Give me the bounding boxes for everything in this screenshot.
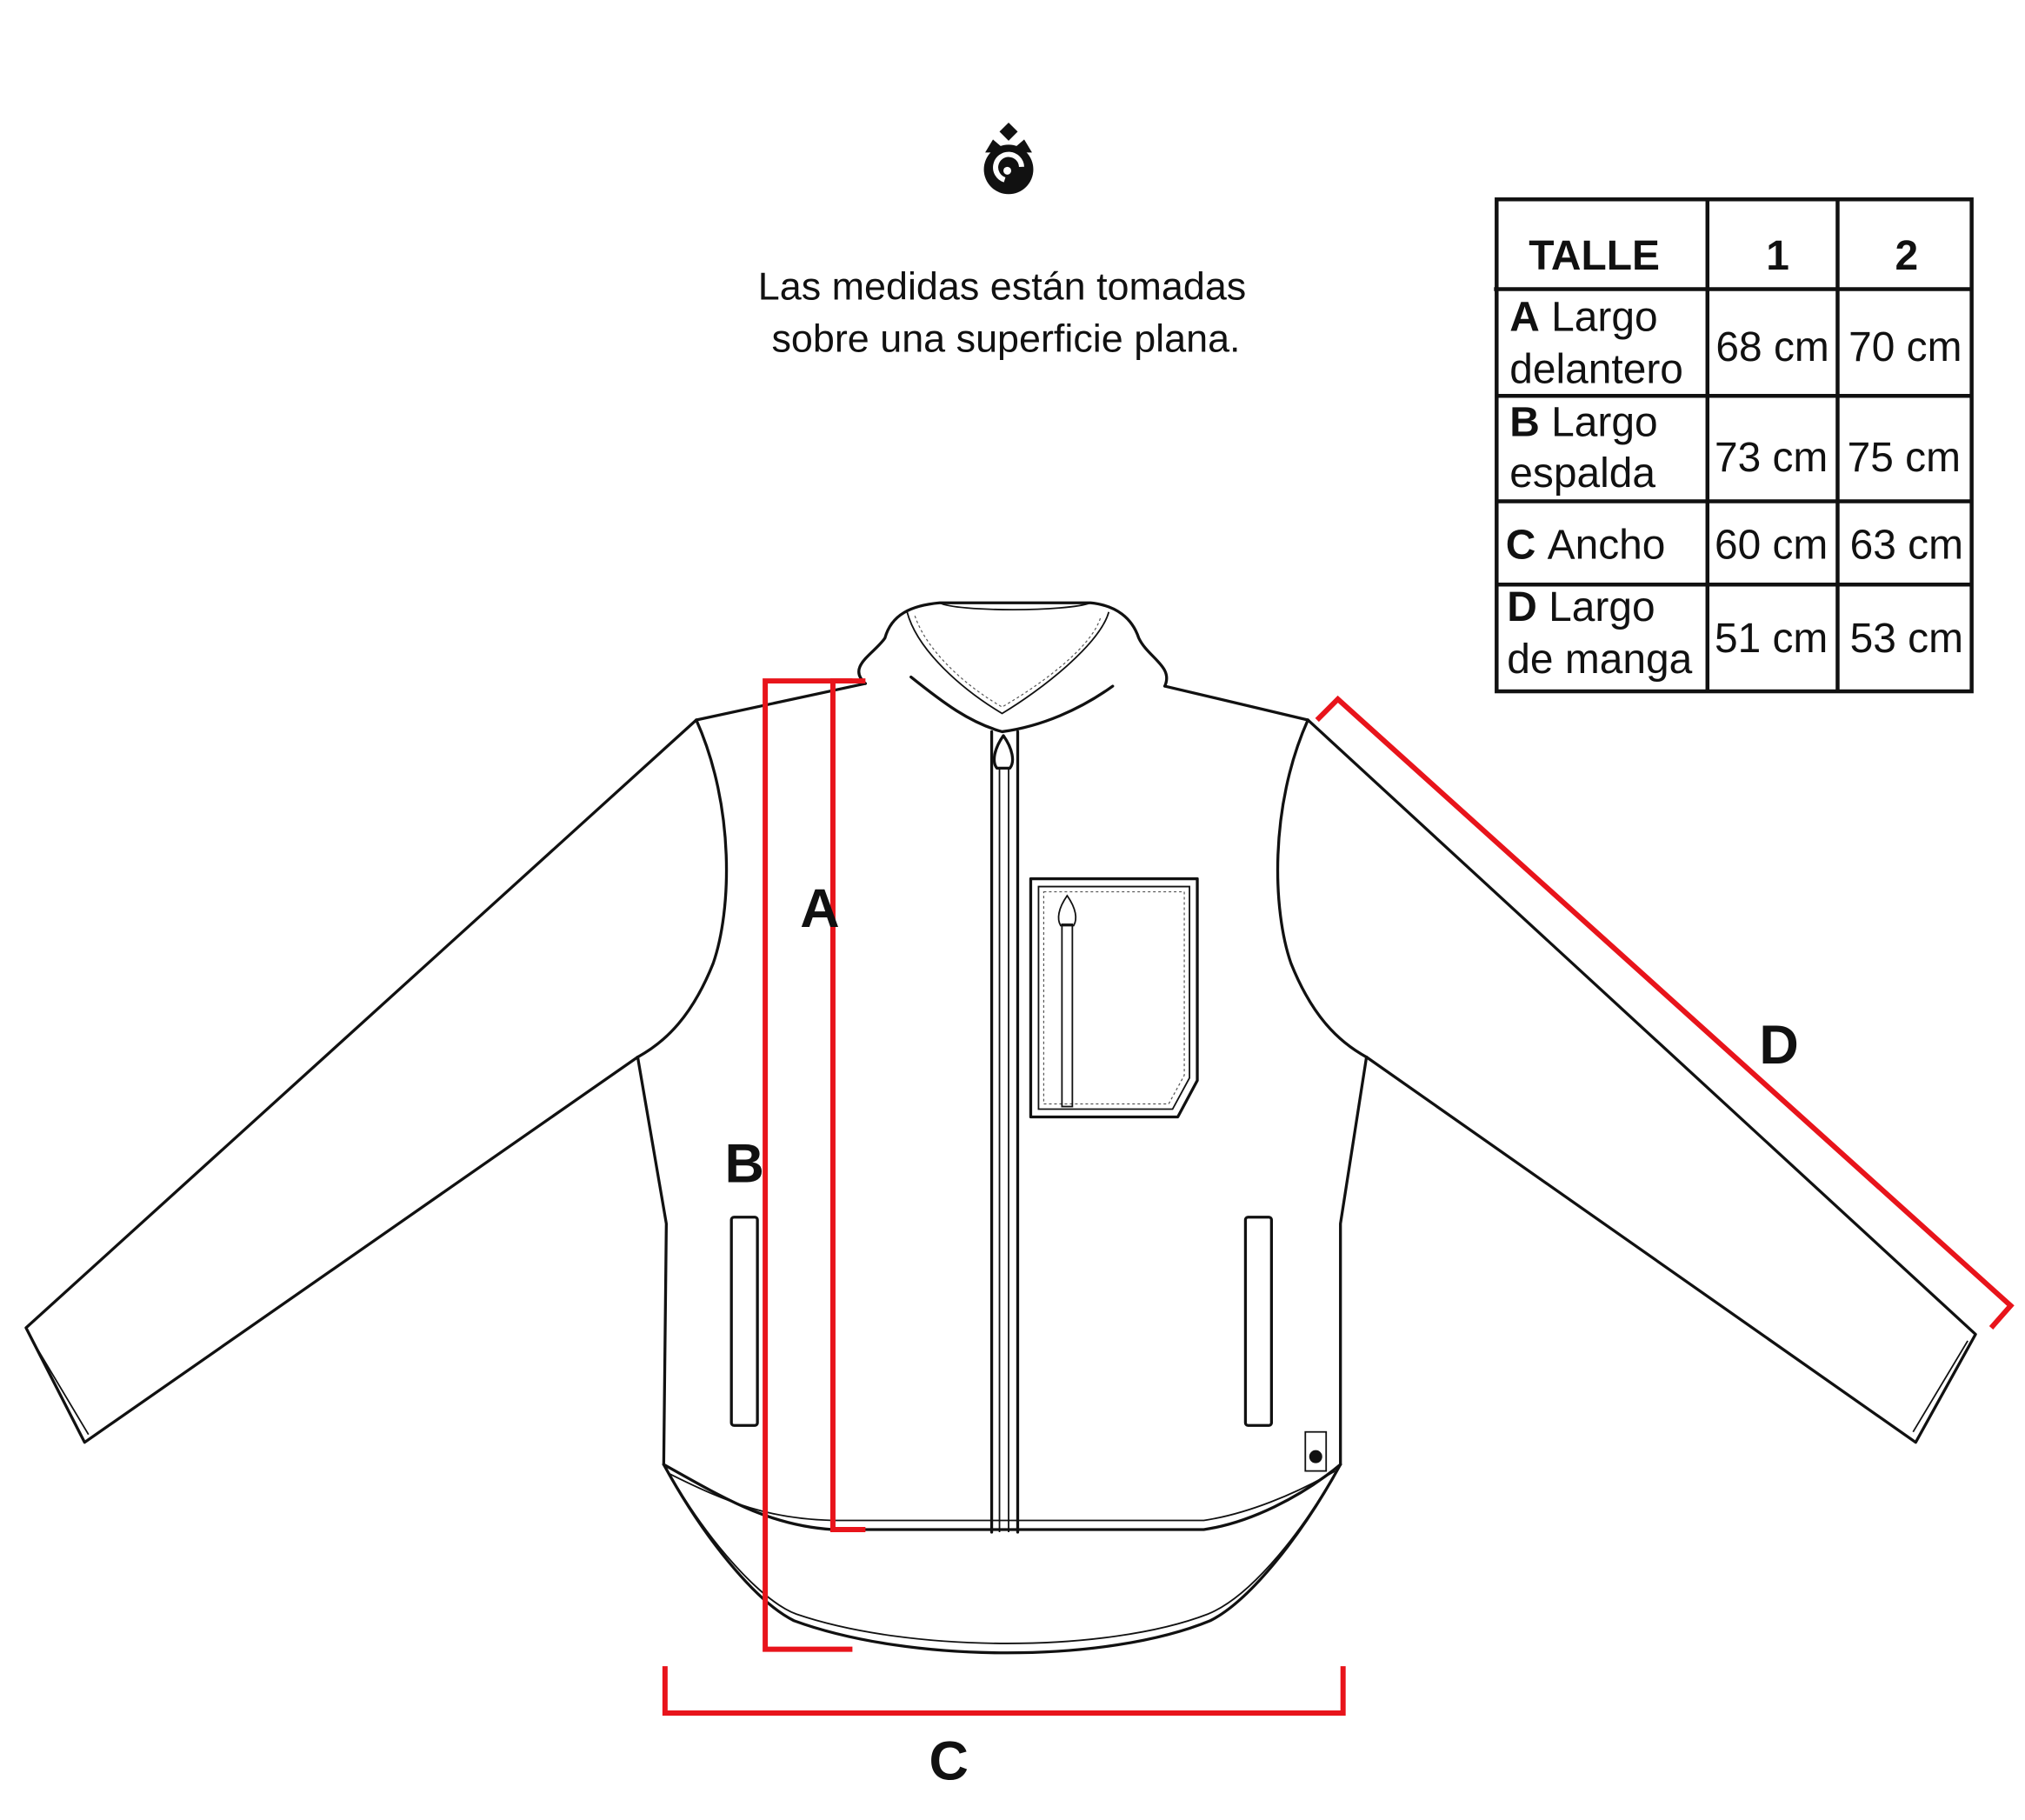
measure-d-label: D — [1759, 1015, 1798, 1076]
collar — [857, 601, 1169, 688]
row-b-size-2: 75 cm — [1848, 435, 1961, 481]
left-sleeve — [24, 718, 698, 1444]
measure-d-line — [1315, 695, 2015, 1330]
measure-a-line — [829, 678, 866, 1532]
front-zipper — [989, 730, 1020, 1534]
row-a-size-1: 68 cm — [1715, 324, 1828, 370]
brand-logo — [983, 122, 1034, 195]
right-side-pocket — [1243, 1216, 1274, 1427]
row-a-size-2: 70 cm — [1848, 324, 1962, 370]
row-a-name: A Largo — [1509, 294, 1657, 340]
row-c-name: C Ancho — [1506, 522, 1666, 568]
table-header-size-1: 1 — [1766, 233, 1789, 279]
row-c-size-1: 60 cm — [1715, 522, 1828, 568]
brand-tag — [1304, 1430, 1328, 1472]
row-c-size-2: 63 cm — [1850, 522, 1963, 568]
measure-b-line — [763, 678, 853, 1652]
right-sleeve — [1306, 718, 1977, 1444]
row-d-name-2: de manga — [1507, 637, 1692, 683]
row-d-size-1: 51 cm — [1715, 616, 1828, 662]
measure-c-label: C — [929, 1730, 968, 1791]
table-header-label: TALLE — [1529, 233, 1660, 279]
row-d-size-2: 53 cm — [1850, 616, 1963, 662]
row-b-size-1: 73 cm — [1715, 435, 1828, 481]
row-a-name-2: delantero — [1509, 346, 1683, 392]
table-header-size-2: 2 — [1895, 233, 1918, 279]
measure-a-label: A — [800, 878, 839, 939]
chest-pocket — [1029, 877, 1199, 1119]
note-line-2: sobre una superficie plana. — [771, 316, 1240, 360]
row-b-name: B Largo — [1509, 400, 1657, 446]
size-table: TALLE 1 2 A Largo delantero 68 cm 70 cm … — [1494, 197, 1974, 694]
jacket-illustration — [24, 601, 1977, 1655]
measurement-guides: A B C D — [662, 678, 2015, 1791]
hem — [662, 1463, 1342, 1655]
left-side-pocket — [729, 1216, 759, 1427]
row-b-name-2: espalda — [1509, 450, 1655, 497]
measure-b-label: B — [724, 1133, 763, 1194]
row-d-name: D Largo — [1507, 584, 1655, 630]
measure-c-line — [662, 1666, 1346, 1717]
note-line-1: Las medidas están tomadas — [758, 264, 1246, 309]
